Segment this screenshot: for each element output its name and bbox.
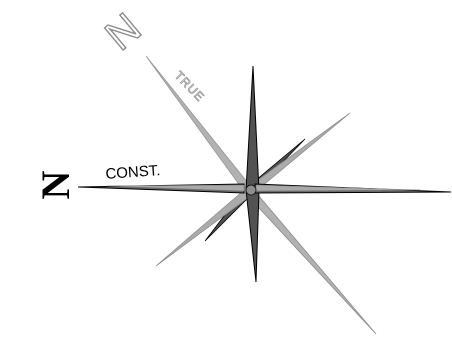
true-north-letter: N [96, 4, 149, 60]
ray-true-sw-light [155, 190, 250, 267]
const-north-letter: N [33, 170, 78, 199]
compass-center [245, 184, 257, 196]
ray-east-highlight [255, 184, 421, 192]
const-label: CONST. [105, 162, 161, 183]
ray-true-north-light [145, 55, 253, 195]
ray-west-highlight [106, 184, 245, 192]
ray-true-south-light [245, 187, 377, 335]
ray-north-main [245, 65, 260, 192]
ray-south-main [245, 189, 260, 283]
